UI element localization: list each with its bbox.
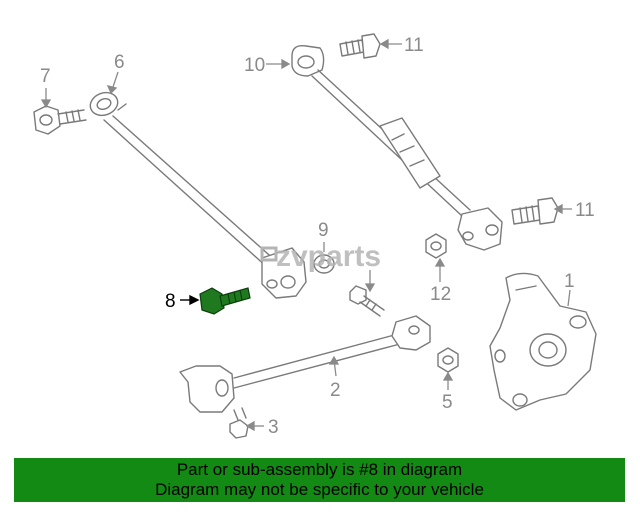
info-banner: Part or sub-assembly is #8 in diagram Di… [14,458,625,502]
part-12-nut [425,233,447,259]
part-2-lateral-link [179,315,431,413]
part-9-bushing [313,254,335,274]
watermark-text: zvparts [276,240,381,273]
leader-line-8 [180,294,200,306]
bolt-near-part-9 [349,285,385,317]
part-3-bolt [229,407,249,439]
banner-line-1: Part or sub-assembly is #8 in diagram [176,460,463,479]
callout-1[interactable]: 1 [564,271,575,292]
part-6-control-arm [89,91,307,299]
callout-3[interactable]: 3 [268,417,279,438]
callout-12[interactable]: 12 [430,284,451,305]
part-5-nut [437,347,459,373]
callout-7[interactable]: 7 [40,66,51,87]
callout-11-lower[interactable]: 11 [575,200,595,221]
part-1-knuckle [489,272,597,411]
banner-line-2: Diagram may not be specific to your vehi… [155,480,484,499]
callout-11-upper[interactable]: 11 [404,35,424,56]
callout-10[interactable]: 10 [244,55,265,76]
callout-5[interactable]: 5 [442,392,453,413]
part-7-bolt [33,105,87,135]
part-11-bolt-lower [511,197,559,225]
callout-9[interactable]: 9 [318,220,329,241]
callout-6[interactable]: 6 [114,52,125,73]
part-11-bolt-upper [339,33,381,59]
part-8-bolt-highlighted [199,287,251,315]
watermark-mark [260,246,278,262]
callout-8[interactable]: 8 [165,291,176,312]
part-10-control-arm [291,45,503,251]
leader-lines [40,38,572,432]
callout-2[interactable]: 2 [330,380,341,401]
